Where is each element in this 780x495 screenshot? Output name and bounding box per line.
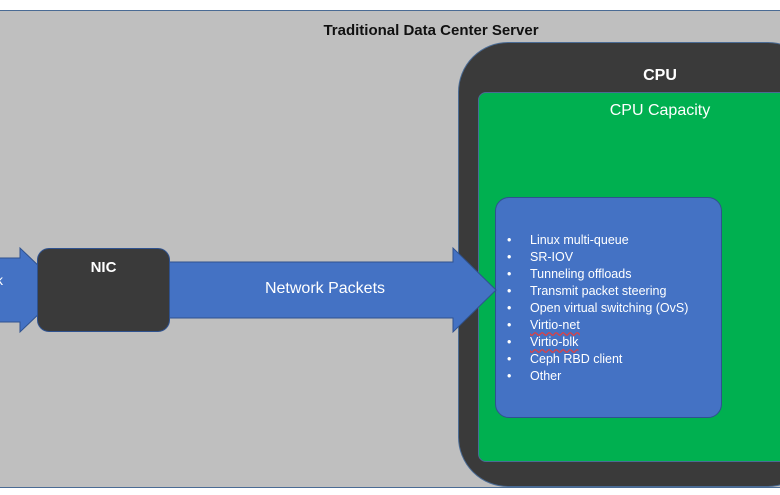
list-item: •Virtio-blk [507, 335, 579, 349]
list-item: •Other [507, 369, 562, 383]
list-item: •Ceph RBD client [507, 352, 623, 366]
nic-label: NIC [90, 259, 117, 276]
list-item: •Virtio-net [507, 318, 580, 332]
list-item: •SR-IOV [507, 250, 574, 264]
server-title: Traditional Data Center Server [323, 22, 539, 39]
nic-block [37, 248, 170, 332]
list-item: •Open virtual switching (OvS) [507, 301, 689, 315]
cpu-capacity-title: CPU Capacity [609, 102, 711, 119]
list-item: •Tunneling offloads [507, 267, 632, 281]
network-packets-label: Network Packets [264, 280, 386, 297]
feature-list: •Linux multi-queue •SR-IOV •Tunneling of… [507, 232, 688, 385]
list-item: •Transmit packet steering [507, 284, 667, 298]
cpu-title: CPU [643, 67, 677, 84]
feature-list-box [495, 197, 722, 418]
incoming-arrow-label: k [0, 272, 3, 288]
list-item: •Linux multi-queue [507, 233, 629, 247]
